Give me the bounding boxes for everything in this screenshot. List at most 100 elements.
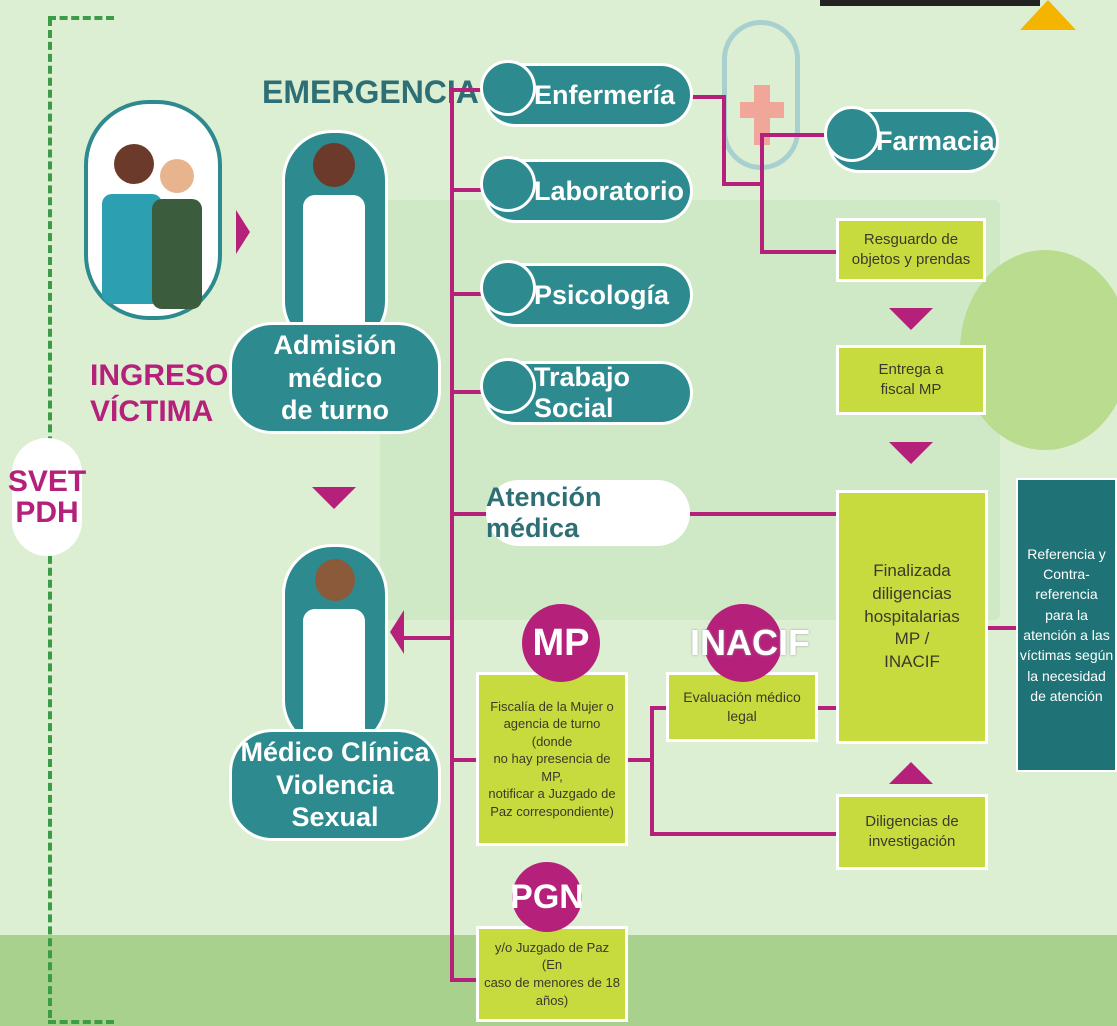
juzgado-line1: y/o Juzgado de Paz (En [494, 939, 610, 973]
entrega-line2: fiscal MP [880, 381, 942, 398]
medico-line2: Violencia Sexual [275, 769, 395, 833]
diligencias-line1: Diligencias de [865, 812, 959, 830]
dashed-border-top [48, 16, 114, 20]
arrow-left-icon [390, 610, 404, 654]
box-referencia: Referencia y Contra- referencia para la … [1016, 478, 1117, 772]
box-entrega: Entrega a fiscal MP [836, 345, 986, 415]
referencia-line7: la necesidad [1027, 667, 1106, 684]
service-psicologia: Psicología [480, 260, 690, 324]
medico-line1: Médico Clínica [240, 737, 430, 768]
evaluacion-text: Evaluación médico legal [683, 689, 801, 724]
connector-farmacia [760, 133, 830, 137]
admision-line2: de turno [281, 395, 389, 426]
connector-resguardo [760, 250, 838, 254]
arrow-right-icon [236, 210, 250, 254]
dashed-border-bottom [48, 1020, 114, 1024]
doctor-avatar-clinica [282, 544, 388, 750]
connector-enfermeria [450, 88, 486, 92]
referencia-line1: Referencia y [1027, 545, 1106, 562]
connector-enf-to-farmacia [722, 182, 762, 186]
entrega-line1: Entrega a [878, 360, 944, 378]
badge-mp: MP [522, 604, 600, 682]
box-resguardo: Resguardo de objetos y prendas [836, 218, 986, 282]
badge-inacif [704, 604, 782, 682]
atencion-medica-label: Atención médica [486, 482, 602, 543]
connector-laboratorio [450, 188, 486, 192]
connector-fiscalia-inacif [626, 758, 654, 762]
connector-diligencias [650, 832, 840, 836]
arrow-down-icon [312, 487, 356, 509]
admision-line1: Admisión médico [273, 330, 397, 393]
arrow-down-icon [889, 308, 933, 330]
doctor-avatar-admision [282, 130, 388, 351]
emergency-title: EMERGENCIA [262, 74, 479, 110]
finalizada-line1: Finalizada [873, 560, 951, 580]
connector-atencion-finalizada [690, 512, 840, 516]
referencia-line6: víctimas según [1019, 647, 1114, 664]
top-bar [820, 0, 1040, 6]
referencia-line3: referencia [1035, 586, 1098, 603]
connector-inacif-vertical [650, 706, 654, 836]
medico-clinica-violencia-sexual: Médico Clínica Violencia Sexual [232, 732, 438, 838]
resguardo-line1: Resguardo de [863, 230, 959, 248]
psicologia-label: Psicología [534, 279, 670, 310]
arrow-up-icon [889, 762, 933, 784]
trabajo-social-label: Trabajo Social [534, 362, 631, 423]
fiscalia-line5: Paz correspondiente) [490, 803, 614, 819]
connector-juzgado [450, 978, 478, 982]
referencia-line4: para la [1045, 606, 1088, 623]
fiscalia-line4: notificar a Juzgado de [488, 786, 616, 802]
finalizada-line4: MP / [894, 629, 930, 649]
referencia-line8: de atención [1030, 687, 1103, 704]
connector-evaluacion-finalizada [816, 706, 840, 710]
ingreso-text: INGRESO [90, 359, 229, 392]
service-trabajo-social: Trabajo Social [480, 358, 690, 423]
connector-atencion [450, 512, 486, 516]
inacif-label: INACIF [690, 622, 810, 663]
referencia-line5: atención a las [1023, 627, 1110, 643]
arrow-down-icon [889, 442, 933, 464]
ingreso-victima-label: INGRESO VÍCTIMA [90, 358, 229, 430]
connector-inacif [650, 706, 668, 710]
svet-label: SVET [7, 464, 87, 498]
farmacia-label: Farmacia [876, 125, 995, 156]
enfermeria-label: Enfermería [534, 79, 676, 110]
connector-farmacia-vertical [760, 133, 764, 253]
fiscalia-line1: Fiscalía de la Mujer o [490, 698, 614, 714]
finalizada-line2: diligencias [872, 583, 952, 603]
service-laboratorio: Laboratorio [480, 156, 690, 220]
service-farmacia: Farmacia [824, 106, 996, 170]
connector-enf-down [722, 95, 726, 185]
juzgado-line2: caso de menores de 18 años) [484, 975, 620, 1008]
finalizada-line3: hospitalarias [864, 606, 960, 626]
fiscalia-line3: no hay presencia de MP, [493, 751, 611, 784]
admision-medico-turno: Admisión médico de turno [232, 325, 438, 431]
service-enfermeria: Enfermería [480, 60, 690, 124]
connector-fiscalia [450, 758, 478, 762]
diligencias-line2: investigación [868, 833, 956, 850]
box-finalizada: Finalizada diligencias hospitalarias MP … [836, 490, 988, 744]
box-fiscalia: Fiscalía de la Mujer o agencia de turno … [476, 672, 628, 846]
victim-avatar [84, 100, 222, 320]
connector-trabajo-social [450, 390, 486, 394]
resguardo-line2: objetos y prendas [851, 251, 971, 268]
background-tree [960, 250, 1117, 450]
nursing-kit-icon [480, 60, 536, 116]
referencia-line2: Contra- [1043, 566, 1090, 583]
pdh-label: PDH [15, 496, 79, 529]
medicine-bottles-icon [824, 106, 880, 162]
microscope-icon [480, 156, 536, 212]
fiscalia-line2: agencia de turno (donde [503, 716, 601, 749]
svet-pdh-badge: SVET PDH [8, 438, 86, 556]
connector-enf-right [690, 95, 724, 99]
clipboard-icon [480, 358, 536, 414]
connector-clinica [404, 636, 452, 640]
finalizada-line5: INACIF [884, 652, 940, 672]
box-evaluacion: Evaluación médico legal [666, 672, 818, 742]
badge-pgn: PGN [510, 862, 584, 932]
box-diligencias: Diligencias de investigación [836, 794, 988, 870]
victima-text: VÍCTIMA [90, 395, 214, 428]
connector-main-vertical [450, 88, 454, 981]
connector-finalizada-referencia [988, 626, 1016, 630]
